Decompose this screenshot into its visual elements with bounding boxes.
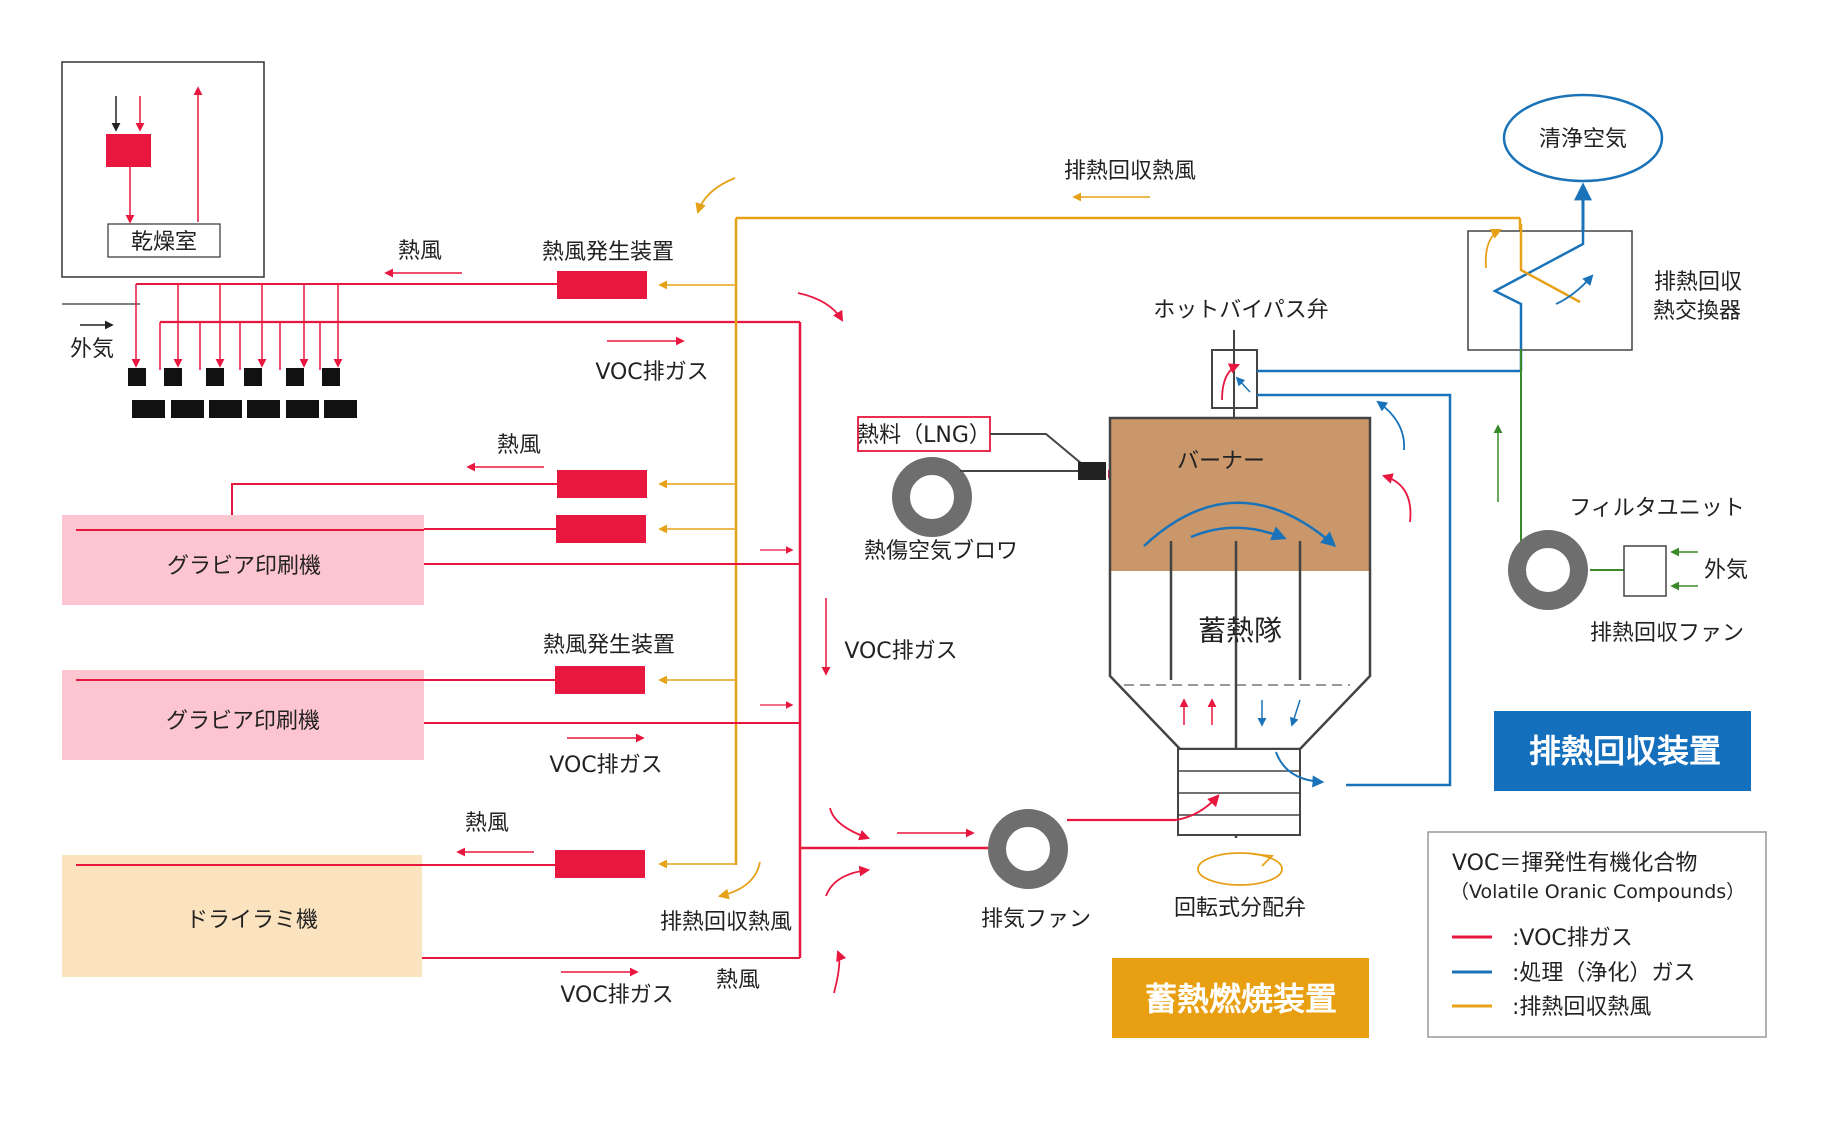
heat-recovery-fan-label: 排熱回収ファン <box>1590 621 1744 646</box>
legend-item-treated: :処理（浄化）ガス <box>1512 961 1695 986</box>
hot-air-generator-1 <box>557 271 647 299</box>
voc-gas-label-2: VOC排ガス <box>549 753 662 778</box>
legend-subtitle: （Volatile Oranic Compounds） <box>1450 881 1745 903</box>
rotary-distribution-valve <box>1177 748 1301 836</box>
hot-air-label-2: 熱風 <box>497 433 541 458</box>
heat-exchanger <box>1467 224 1633 351</box>
clean-air-label: 清浄空気 <box>1539 127 1627 152</box>
legend-frame <box>1427 831 1767 1038</box>
voc-gas-label-mid: VOC排ガス <box>844 639 957 664</box>
hot-air-generator-2b <box>556 515 646 543</box>
exhaust-fan <box>988 809 1068 889</box>
heat-recovery-fan <box>1508 530 1588 610</box>
hot-air-generator-3 <box>555 666 645 694</box>
heat-exchanger-label-1: 排熱回収 <box>1654 270 1742 295</box>
heat-recovery-badge <box>1494 711 1751 791</box>
outside-air-left-label: 外気 <box>70 337 114 362</box>
gravure-printer-2 <box>62 670 424 760</box>
clean-air-node <box>1502 93 1664 183</box>
rotary-valve-label: 回転式分配弁 <box>1174 896 1306 921</box>
burner-label: バーナー <box>1177 449 1265 474</box>
heat-recovery-badge-label: 排熱回収装置 <box>1529 732 1721 770</box>
rto-badge <box>1112 958 1369 1038</box>
legend-item-recovered: :排熱回収熱風 <box>1512 995 1651 1020</box>
voc-gas-label-1: VOC排ガス <box>595 360 708 385</box>
hot-air-generator-4 <box>555 850 645 878</box>
fuel-label: 熱料（LNG） <box>857 423 991 448</box>
hot-air-label-1: 熱風 <box>398 239 442 264</box>
hot-air-gen-label-1: 熱風発生装置 <box>542 240 674 265</box>
exhaust-fan-label: 排気ファン <box>981 907 1091 932</box>
heat-bed-top <box>1110 418 1370 571</box>
laminator-label: ドライラミ機 <box>186 908 318 933</box>
legend-title: VOC＝揮発性有機化合物 <box>1452 851 1697 876</box>
legend: VOC＝揮発性有機化合物 （Volatile Oranic Compounds）… <box>1427 831 1767 1038</box>
heat-exchanger-label-2: 熱交換器 <box>1653 299 1741 324</box>
burner-nozzle <box>1078 462 1106 480</box>
filter-unit <box>1623 545 1667 597</box>
hot-air-generator-2a <box>557 470 647 498</box>
voc-gas-label-3: VOC排ガス <box>560 983 673 1008</box>
dryer-label: 乾燥室 <box>131 230 197 255</box>
dry-laminator <box>62 855 422 977</box>
dryer-section: 乾燥室 外気 <box>61 61 800 418</box>
printer-1-label: グラビア印刷機 <box>167 554 321 579</box>
filter-unit-label: フィルタユニット <box>1569 496 1745 521</box>
combustion-blower-label: 熱傷空気ブロワ <box>864 539 1018 564</box>
combustion-air-blower <box>892 457 972 537</box>
hot-air-label-4: 熱風 <box>716 968 760 993</box>
outside-air-right-label: 外気 <box>1704 558 1748 583</box>
dryer-heater-block <box>106 134 151 167</box>
heat-bed-label: 蓄熱隊 <box>1198 614 1282 647</box>
recovered-hot-air-label-top: 排熱回収熱風 <box>1064 159 1196 184</box>
hot-bypass-valve-label: ホットバイパス弁 <box>1153 298 1329 323</box>
dryer-nozzles <box>128 368 357 418</box>
hot-air-gen-label-2: 熱風発生装置 <box>543 633 675 658</box>
printer-2-label: グラビア印刷機 <box>166 709 320 734</box>
hot-air-label-3: 熱風 <box>465 811 509 836</box>
recovered-hot-air-label-1: 排熱回収熱風 <box>660 910 792 935</box>
legend-item-voc: :VOC排ガス <box>1512 926 1633 951</box>
rto-badge-label: 蓄熱燃焼装置 <box>1145 980 1337 1018</box>
dryer-label-box <box>107 223 221 258</box>
